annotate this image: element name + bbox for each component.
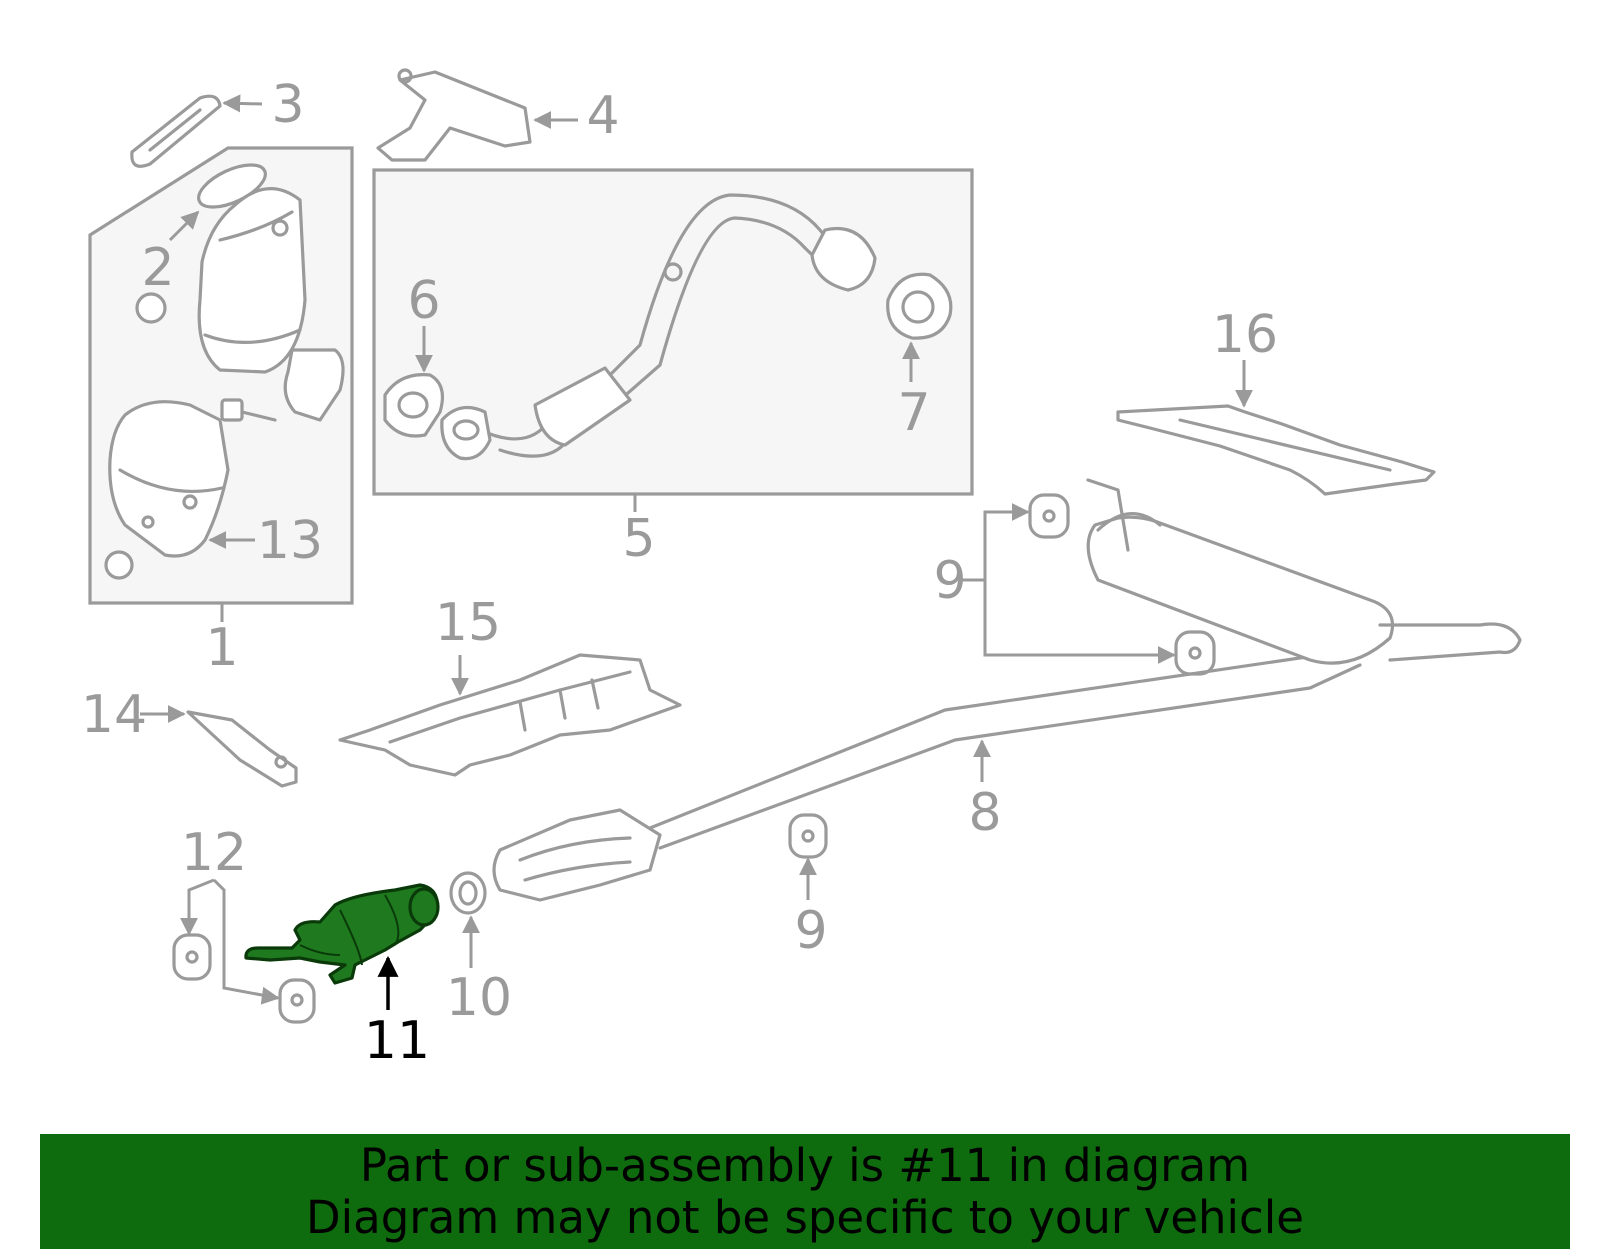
- callout-1: 1: [205, 618, 238, 678]
- callout-6: 6: [407, 271, 440, 331]
- callout-9-lower: 9: [794, 901, 827, 961]
- callout-10: 10: [446, 968, 512, 1028]
- part-5-front-pipe: [440, 193, 877, 461]
- callout-4: 4: [586, 86, 619, 146]
- callout-3: 3: [271, 75, 304, 135]
- callout-14: 14: [81, 685, 147, 745]
- callout-labels: 1 2 3 4 5 6 7 8 9 9 10 11 12 13 14 15 16: [81, 75, 1278, 1071]
- part-13-heat-shield: [108, 400, 230, 558]
- callout-13: 13: [257, 511, 323, 571]
- bolt: [220, 398, 277, 422]
- part-7-gasket: [886, 272, 953, 340]
- nut: [135, 292, 167, 324]
- part-9-hanger-upper: [1028, 493, 1070, 539]
- part-15-heat-shield: [338, 653, 682, 777]
- exhaust-manifold-converter: [197, 187, 345, 422]
- part-6-gasket: [383, 373, 444, 438]
- banner-line-disclaimer: Diagram may not be specific to your vehi…: [306, 1190, 1304, 1244]
- part-9-hanger-front: [788, 813, 828, 859]
- info-banner: Part or sub-assembly is #11 in diagram D…: [40, 1134, 1570, 1249]
- part-9-hanger-lower: [1174, 630, 1216, 676]
- callout-12: 12: [181, 823, 247, 883]
- callout-8: 8: [968, 783, 1001, 843]
- part-3-gasket: [130, 94, 222, 168]
- part-16-heat-shield: [1116, 404, 1436, 496]
- part-14-bracket: [186, 710, 298, 788]
- assembly-box-5: [372, 168, 974, 512]
- callout-9-upper: 9: [933, 551, 966, 611]
- leader-lines: [140, 94, 1253, 1010]
- callout-11: 11: [364, 1011, 430, 1071]
- part-4-bracket: [376, 68, 532, 162]
- callout-7: 7: [897, 383, 930, 443]
- part-8-exhaust-pipe-muffler: [492, 478, 1522, 902]
- callout-16: 16: [1212, 305, 1278, 365]
- callout-2: 2: [141, 238, 174, 298]
- nut: [104, 550, 134, 580]
- part-12-hanger-b: [278, 978, 316, 1024]
- part-11-catalytic-converter-highlighted: [244, 883, 440, 985]
- callout-15: 15: [435, 593, 501, 653]
- callout-5: 5: [622, 509, 655, 569]
- banner-line-part-number: Part or sub-assembly is #11 in diagram: [359, 1138, 1251, 1192]
- part-10-clamp: [449, 871, 487, 915]
- part-12-hanger-a: [172, 933, 212, 981]
